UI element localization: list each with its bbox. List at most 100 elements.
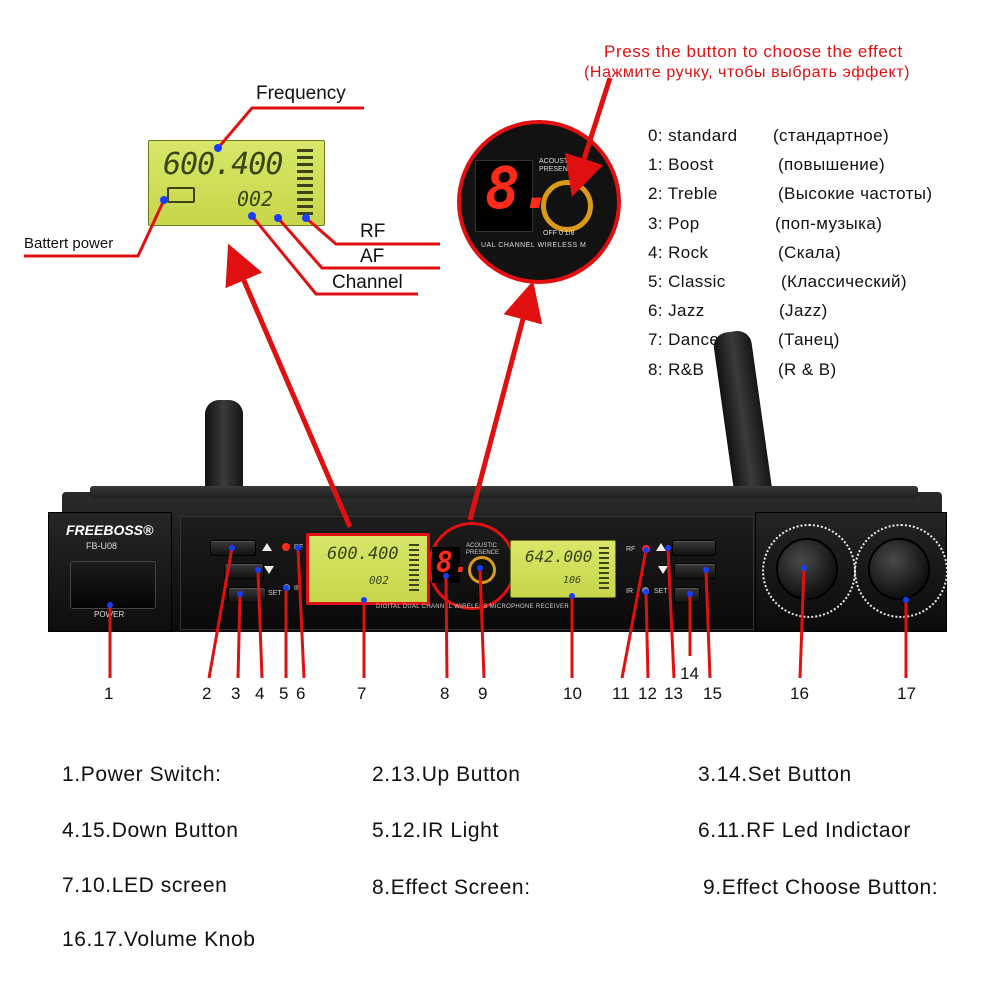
battery-leader bbox=[24, 199, 166, 258]
part-number-2: 2 bbox=[202, 684, 212, 703]
legend-item: 5.12.IR Light bbox=[372, 819, 499, 842]
af-leader bbox=[276, 217, 440, 270]
effect-item-ru: (Скала) bbox=[778, 242, 842, 262]
legend-item: 9.Effect Choose Button: bbox=[703, 876, 939, 899]
set-button-left[interactable] bbox=[228, 587, 266, 603]
up-arrow-icon bbox=[262, 543, 272, 551]
part-number-7: 7 bbox=[357, 684, 367, 703]
up-arrow-right-icon bbox=[656, 543, 666, 551]
zoom-strip-text: UAL CHANNEL WIRELESS M bbox=[481, 242, 587, 249]
part-number-14: 14 bbox=[680, 664, 699, 683]
effect-digit: 8. bbox=[436, 546, 470, 579]
rf-led-left bbox=[282, 543, 290, 551]
effect-item-ru: (Танец) bbox=[778, 330, 840, 350]
set-button-right[interactable] bbox=[674, 587, 700, 603]
zoom-acoustic-label: ACOUSTIC PRESEN bbox=[539, 158, 576, 173]
zoom-lcd-frequency: 600.400 bbox=[163, 147, 283, 182]
zoom-effect-range-label: OFF 0 1/8 bbox=[543, 230, 575, 237]
lcd-screen-right: 642.000 106 bbox=[510, 540, 616, 598]
set-label-right: SET bbox=[654, 588, 668, 595]
legend-item: 4.15.Down Button bbox=[62, 819, 239, 842]
channel-leader bbox=[250, 215, 418, 296]
lcd-right-frequency: 642.000 bbox=[525, 547, 593, 566]
effect-item-ru: (Jazz) bbox=[779, 301, 828, 321]
lcd-screen-left: 600.400 002 bbox=[306, 533, 430, 605]
part-number-12: 12 bbox=[638, 684, 657, 703]
zoom-lcd-bars bbox=[297, 149, 313, 215]
legend-item: 3.14.Set Button bbox=[698, 763, 852, 786]
legend-item: 16.17.Volume Knob bbox=[62, 928, 256, 951]
effect-item-en: 0: standard bbox=[648, 126, 738, 145]
part-number-9: 9 bbox=[478, 684, 488, 703]
effect-item-en: 3: Pop bbox=[648, 213, 700, 233]
legend-item: 7.10.LED screen bbox=[62, 874, 228, 897]
effect-item-en: 6: Jazz bbox=[648, 301, 705, 321]
part-number-6: 6 bbox=[296, 684, 306, 703]
effect-item-en: 8: R&B bbox=[648, 359, 705, 379]
volume-knob-right-ring bbox=[854, 524, 948, 618]
ir-label-left: IR bbox=[294, 585, 301, 592]
acoustic-label: ACOUSTIC PRESENCE bbox=[466, 543, 500, 556]
legend-item: 1.Power Switch: bbox=[62, 763, 222, 786]
effect-item-en: 7: Dance bbox=[648, 330, 720, 350]
effect-item-ru: (повышение) bbox=[778, 155, 886, 175]
part-number-3: 3 bbox=[231, 684, 241, 703]
instruction-russian: (Нажмите ручку, чтобы выбрать эффект) bbox=[584, 64, 911, 81]
set-label-left: SET bbox=[268, 590, 282, 597]
arrow-knob bbox=[565, 77, 613, 198]
part-number-11: 11 bbox=[612, 684, 630, 703]
down-button-left[interactable] bbox=[224, 563, 264, 579]
rf-leader bbox=[305, 216, 440, 246]
zoom-effect-digit-window bbox=[475, 160, 533, 232]
effect-item-en: 1: Boost bbox=[648, 155, 714, 175]
receiver-top-edge bbox=[90, 486, 918, 498]
effect-item-en: 2: Treble bbox=[648, 184, 718, 204]
battery-icon bbox=[167, 187, 195, 203]
arrow-effect bbox=[467, 280, 543, 521]
lcd-left-channel: 002 bbox=[369, 574, 389, 587]
part-number-15: 15 bbox=[703, 684, 722, 703]
volume-knob-left[interactable] bbox=[776, 538, 838, 600]
frequency-leader bbox=[216, 106, 364, 149]
callout-battery: Battert power bbox=[24, 235, 114, 252]
lcd-right-bars bbox=[599, 547, 609, 591]
effect-item-ru: (стандартное) bbox=[773, 126, 889, 145]
legend-item: 6.11.RF Led Indictaor bbox=[698, 819, 911, 842]
receiver-strip-text: DIGITAL DUAL CHANNEL WIRELESS MICROPHONE… bbox=[376, 604, 569, 610]
effect-item-ru: (Классический) bbox=[781, 272, 907, 291]
effect-item-ru: (поп-музыка) bbox=[775, 213, 883, 233]
down-arrow-right-icon bbox=[658, 566, 668, 574]
effect-item-ru: (Высокие частоты) bbox=[778, 184, 933, 204]
callout-af: AF bbox=[360, 246, 385, 267]
callout-frequency: Frequency bbox=[256, 83, 346, 104]
legend-item: 2.13.Up Button bbox=[372, 763, 521, 786]
part-number-8: 8 bbox=[440, 684, 450, 703]
part-number-10: 10 bbox=[563, 684, 582, 703]
power-switch[interactable] bbox=[70, 561, 156, 609]
ir-label-right: IR bbox=[626, 588, 633, 595]
legend-item: 8.Effect Screen: bbox=[372, 876, 531, 899]
volume-knob-right[interactable] bbox=[868, 538, 930, 600]
callout-rf: RF bbox=[360, 221, 386, 242]
zoom-lcd-screen: 600.400 002 bbox=[148, 140, 325, 226]
lcd-left-frequency: 600.400 bbox=[327, 544, 399, 564]
part-number-5: 5 bbox=[279, 684, 289, 703]
effect-item-en: 5: Classic bbox=[648, 272, 726, 291]
arrow-lcd bbox=[225, 243, 353, 528]
part-number-1: 1 bbox=[104, 684, 114, 703]
part-number-4: 4 bbox=[255, 684, 265, 703]
lcd-left-bars bbox=[409, 544, 419, 594]
part-number-16: 16 bbox=[790, 684, 809, 703]
up-button-right[interactable] bbox=[672, 540, 716, 556]
instruction-english: Press the button to choose the effect bbox=[604, 42, 903, 61]
effect-item-en: 4: Rock bbox=[648, 242, 709, 262]
effect-item-ru: (R & B) bbox=[778, 359, 837, 379]
lcd-right-channel: 106 bbox=[563, 575, 582, 586]
down-arrow-icon bbox=[264, 566, 274, 574]
brand-logo: FREEBOSS® bbox=[66, 522, 154, 538]
model-label: FB-U08 bbox=[86, 541, 118, 551]
zoom-lcd-channel: 002 bbox=[237, 187, 274, 211]
callout-channel: Channel bbox=[332, 272, 403, 293]
